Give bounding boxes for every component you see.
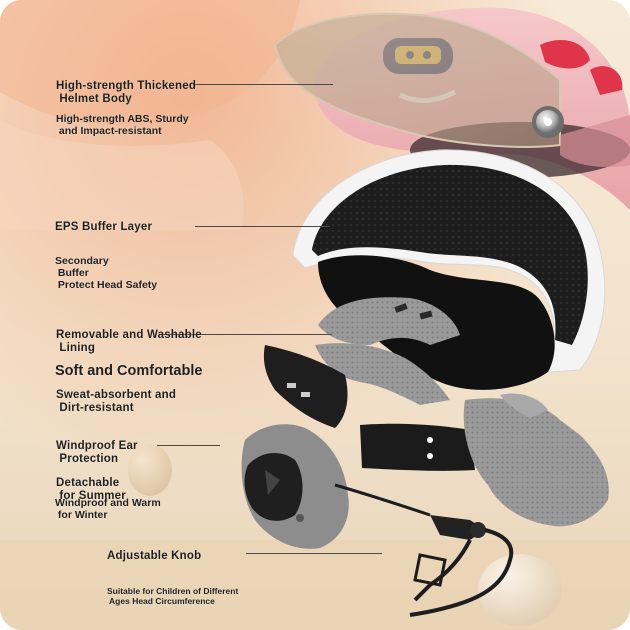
eps-black-foam	[312, 164, 588, 345]
shell-sticker-red	[590, 66, 623, 95]
lining-top-pad	[318, 297, 460, 345]
knob-dial-icon	[470, 522, 486, 538]
label-ear-title: Windproof Ear Protection	[56, 440, 138, 465]
decor-egg-large	[478, 554, 562, 626]
visor-knob-icon	[532, 106, 564, 138]
leader-ear-protection	[157, 445, 220, 446]
decor-egg-small	[128, 444, 172, 496]
leader-eps-layer	[195, 226, 330, 227]
label-comfort-desc: Sweat-absorbent and Dirt-resistant	[56, 389, 177, 414]
label-eps-title: EPS Buffer Layer	[55, 221, 153, 233]
label-eps-desc: Secondary Buffer Protect Head Safety	[55, 255, 158, 291]
ear-protection-pads	[241, 393, 609, 549]
eps-buffer-layer	[292, 149, 606, 390]
removable-lining	[263, 297, 475, 471]
label-lining-title: Removable and Washable Lining	[56, 329, 202, 354]
lining-cheek-strap	[360, 423, 475, 471]
label-knob-desc: Suitable for Children of Different Ages …	[107, 586, 239, 606]
leader-lining	[160, 334, 332, 335]
label-comfort-title: Soft and Comfortable	[55, 363, 203, 379]
shell-sticker-heart	[540, 40, 590, 69]
peach-wave-mid	[0, 120, 244, 230]
adjustable-knob-harness	[334, 483, 514, 617]
lining-side-pad	[315, 343, 450, 405]
shell-visor-edge	[560, 115, 630, 167]
label-ear-detach: Detachable for Summer	[56, 477, 126, 502]
lining-black-strap	[263, 345, 348, 428]
peach-wave-top	[0, 0, 300, 126]
label-ear-desc: Windproof and Warm for Winter	[55, 497, 161, 521]
leader-helmet-body	[193, 84, 333, 85]
label-knob-title: Adjustable Knob	[107, 550, 202, 562]
ear-pad-right	[463, 398, 609, 527]
label-helmet-body-title: High-strength Thickened Helmet Body	[56, 80, 197, 105]
leader-knob	[246, 553, 382, 554]
label-helmet-body-desc: High-strength ABS, Sturdy and Impact-res…	[56, 113, 189, 137]
